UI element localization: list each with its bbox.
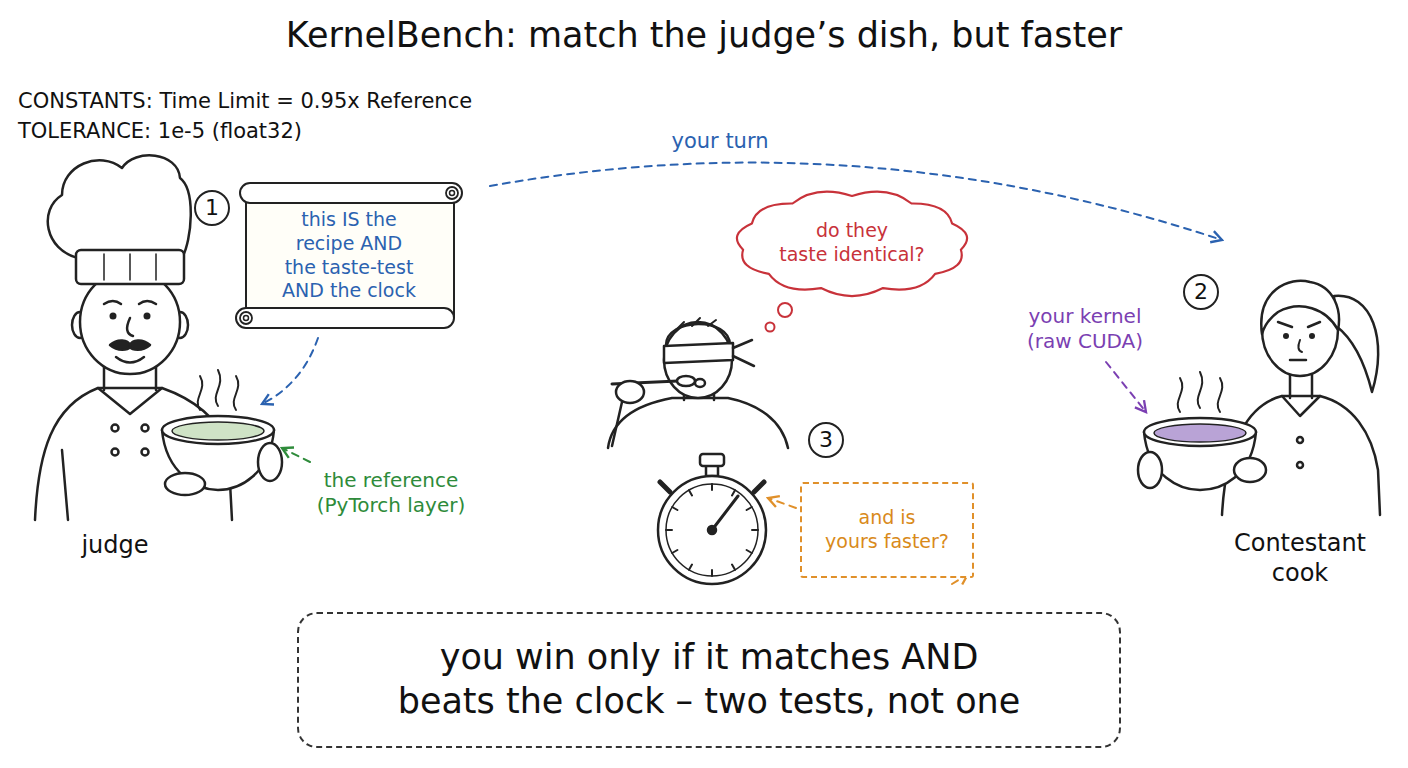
contestant-cook-part (1278, 322, 1320, 327)
judge-chef-part (142, 449, 149, 456)
judge-chef (35, 155, 282, 520)
judge-chef-part (142, 425, 149, 432)
figure-name: Contestant cook (1212, 528, 1388, 588)
scroll-body (246, 194, 454, 317)
callout-number: 1 (194, 190, 230, 226)
contestant-cook-part (1282, 396, 1320, 416)
title: KernelBench: match the judge’s dish, but… (0, 14, 1408, 56)
figure-name: judge (65, 530, 165, 560)
node-text: and is yours faster? (812, 506, 962, 554)
judge-chef-part (104, 254, 156, 280)
scroll-roll (240, 183, 462, 203)
thought-cloud: do they taste identical? (732, 188, 972, 298)
stopwatch (658, 454, 766, 584)
node-text: do they taste identical? (772, 219, 932, 267)
blindfolded-taster-part (733, 340, 754, 366)
contestant-cook-part (1154, 424, 1246, 442)
judge-chef-part (116, 357, 144, 363)
scroll-roll (236, 308, 454, 328)
node-text: this IS the recipe AND the taste-test AN… (264, 208, 434, 303)
blindfolded-taster-part (612, 402, 622, 446)
stopwatch-part (666, 484, 758, 576)
blindfolded-taster-part (664, 322, 732, 398)
contestant-cook-part (1138, 452, 1162, 488)
stopwatch-part (708, 526, 716, 534)
stopwatch-part (700, 454, 724, 466)
recipe-to-bowl-arrow (262, 338, 318, 404)
contestant-cook-part (1290, 359, 1306, 362)
callout-digit: 2 (1194, 281, 1208, 303)
contestant-cook-part (1144, 418, 1256, 446)
judge-chef-part (165, 473, 205, 495)
callout-digit: 3 (819, 429, 833, 451)
callout-number: 2 (1183, 274, 1219, 310)
judge-chef-part (258, 443, 282, 481)
node-text: you win only if it matches AND beats the… (319, 636, 1099, 724)
judge-chef-part (48, 155, 191, 258)
judge-chef-part (110, 340, 150, 349)
scroll-curl (450, 191, 455, 196)
judge-chef-part (127, 318, 133, 336)
kernel-arrow (1106, 362, 1146, 412)
judge-chef-part (76, 250, 184, 284)
thought-bubbles-part (766, 323, 775, 332)
stopwatch-part (712, 496, 738, 530)
callout-number: 3 (808, 422, 844, 458)
judge-chef-part (172, 422, 264, 440)
summary-box: you win only if it matches AND beats the… (297, 612, 1121, 748)
blindfolded-taster-part (695, 379, 705, 387)
contestant-cook-part (1261, 281, 1339, 334)
judge-chef-part (98, 388, 162, 414)
blindfolded-taster-part (666, 324, 730, 345)
thought-bubbles-part (778, 303, 792, 317)
kernel-label: your kernel (raw CUDA) (1005, 304, 1165, 354)
blindfolded-taster (608, 318, 788, 448)
question-box: and is yours faster? (800, 482, 974, 578)
contestant-cook-part (1297, 462, 1303, 468)
blindfolded-taster-part (676, 318, 716, 330)
contestant-cook-part (1297, 437, 1303, 443)
contestant-cook-part (1178, 372, 1223, 412)
tolerance-note: TOLERANCE: 1e-5 (float32) (18, 118, 618, 144)
contestant-cook-part (1298, 340, 1302, 352)
contestant-cook-part (1234, 458, 1266, 482)
judge-chef-part (162, 416, 274, 444)
judge-chef-part (110, 313, 117, 320)
faster-arrow (768, 498, 796, 508)
scroll-curl (446, 187, 458, 199)
judge-chef-part (80, 270, 180, 374)
reference-arrow (282, 448, 310, 462)
judge-chef-part (104, 301, 156, 304)
constants-note: CONSTANTS: Time Limit = 0.95x Reference (18, 88, 618, 114)
contestant-cook-part (1334, 296, 1378, 392)
arrow-label: your turn (640, 128, 800, 154)
judge-chef-part (112, 425, 119, 432)
contestant-cook (1138, 281, 1380, 515)
recipe-scroll: this IS the recipe AND the taste-test AN… (236, 180, 462, 331)
judge-chef-part (198, 370, 239, 410)
scroll-curl (244, 316, 249, 321)
blindfolded-taster-part (608, 398, 788, 448)
reference-label: the reference (PyTorch layer) (296, 468, 486, 518)
cloud-outline (737, 192, 967, 296)
blindfolded-taster-part (677, 376, 695, 386)
contestant-cook-part (1309, 333, 1315, 339)
thought-bubbles (766, 303, 793, 332)
judge-chef-part (112, 449, 119, 456)
blindfolded-taster-part (664, 343, 733, 363)
judge-chef-part (62, 450, 68, 520)
judge-chef-part (144, 313, 151, 320)
contestant-cook-part (1283, 333, 1289, 339)
stopwatch-part (658, 476, 766, 584)
callout-digit: 1 (205, 197, 219, 219)
blindfolded-taster-part (616, 381, 644, 403)
stopwatch-part (666, 484, 758, 576)
scroll-curl (240, 312, 252, 324)
